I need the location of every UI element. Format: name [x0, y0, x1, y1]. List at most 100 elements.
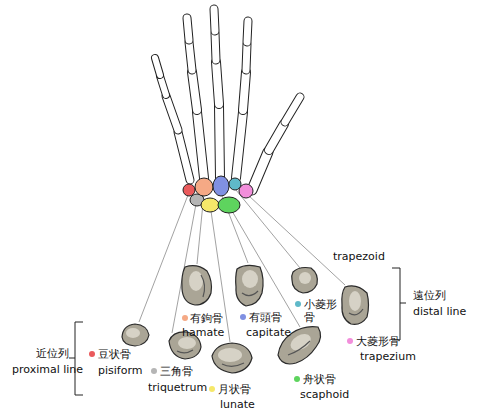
bone-label: 豆状骨	[98, 348, 131, 361]
leader-line	[232, 211, 300, 327]
bone-fill	[236, 112, 243, 178]
lunate-bone	[201, 198, 219, 212]
bone-body	[236, 265, 263, 306]
capitate-bone	[213, 176, 229, 196]
bone-label: capitate	[246, 326, 291, 339]
bone-shading	[349, 309, 363, 315]
bone-label: 舟状骨	[303, 373, 336, 386]
hamate-bone	[195, 178, 213, 196]
bone-fill	[285, 97, 300, 122]
bone-outline	[236, 112, 243, 178]
bone-fill	[155, 58, 160, 75]
bone-shading	[222, 363, 244, 366]
color-dot	[89, 351, 95, 357]
bone-label: 小菱形骨	[304, 298, 340, 324]
bone-fill	[246, 44, 247, 70]
bone-body	[212, 343, 252, 373]
leader-lines	[139, 190, 345, 342]
bone-fill	[187, 18, 189, 40]
leader-line	[139, 195, 188, 322]
bone-outline	[214, 9, 215, 31]
bone-label: distal line	[413, 305, 466, 318]
bone-body	[122, 324, 149, 346]
bone-label: hamate	[182, 326, 224, 339]
bone-body	[292, 268, 318, 294]
bone-label: 大菱形骨	[356, 335, 400, 348]
bone-outline	[216, 62, 219, 104]
bone-highlight	[126, 328, 140, 338]
bone-highlight	[288, 331, 314, 354]
bone-label: 三角骨	[160, 365, 193, 378]
bone-label: trapezium	[360, 350, 416, 363]
bone-shading	[177, 350, 193, 353]
bone-body	[342, 286, 369, 325]
bone-outline	[247, 21, 248, 42]
bone-outline	[155, 58, 160, 75]
bone-highlight	[299, 272, 311, 284]
bone-outline	[166, 96, 178, 130]
leader-line	[236, 190, 300, 268]
bone-outline	[269, 124, 284, 150]
pisiform-illustration	[122, 324, 149, 346]
bone-outline	[189, 42, 192, 70]
bone-fill	[247, 21, 248, 42]
carpal-bones	[183, 176, 253, 213]
bone-label: trapezoid	[333, 250, 385, 263]
color-dot	[347, 338, 353, 344]
bone-body	[182, 266, 212, 305]
bone-fill	[178, 132, 190, 180]
bone-outline	[219, 106, 220, 178]
brackets	[69, 268, 406, 395]
bone-outline	[192, 72, 197, 110]
bone-label: pisiform	[98, 364, 142, 377]
color-dot	[182, 315, 188, 321]
color-dot	[240, 314, 246, 320]
bone-outline	[178, 132, 190, 180]
trapezoid-illustration	[292, 268, 318, 294]
bone-outline	[252, 152, 268, 190]
bone-label: proximal line	[12, 363, 83, 376]
capitate-illustration	[236, 265, 263, 306]
bone-fill	[197, 112, 204, 178]
bone-highlight	[218, 348, 242, 362]
bone-outline	[197, 112, 204, 178]
bone-label: triquetrum	[148, 381, 207, 394]
bone-highlight	[349, 291, 361, 311]
bone-fill	[243, 72, 246, 110]
bone-outline	[285, 97, 300, 122]
bone-fill	[219, 106, 220, 178]
color-dot	[294, 376, 300, 382]
bone-fill	[215, 33, 216, 60]
bone-shading	[201, 275, 205, 297]
bone-fill	[214, 9, 215, 31]
bone-label: 月状骨	[218, 383, 251, 396]
bone-highlight	[242, 270, 258, 288]
lunate-illustration	[212, 343, 252, 373]
bone-highlight	[189, 271, 203, 291]
bone-illustrations	[122, 265, 369, 373]
color-dot	[151, 368, 157, 374]
trapezium-bone	[239, 184, 253, 198]
bone-label: scaphoid	[300, 388, 349, 401]
bone-label: 遠位列	[413, 289, 446, 302]
bone-outline	[246, 44, 247, 70]
color-dot	[209, 386, 215, 392]
trapezium-illustration	[342, 286, 369, 325]
bone-label: lunate	[220, 398, 255, 411]
bone-shading	[242, 291, 258, 296]
bone-fill	[216, 62, 219, 104]
bone-fill	[192, 72, 197, 110]
hamate-illustration	[182, 266, 212, 305]
bone-fill	[189, 42, 192, 70]
bone-outline	[215, 33, 216, 60]
bone-outline	[243, 72, 246, 110]
bone-label: 近位列	[36, 347, 69, 360]
bone-label: 有頭骨	[249, 311, 282, 324]
bone-shading	[288, 341, 310, 355]
scaphoid-bone	[218, 197, 240, 213]
hand-skeleton	[155, 9, 300, 190]
distal-bracket	[392, 268, 406, 340]
bone-fill	[269, 124, 284, 150]
bone-outline	[187, 18, 189, 40]
